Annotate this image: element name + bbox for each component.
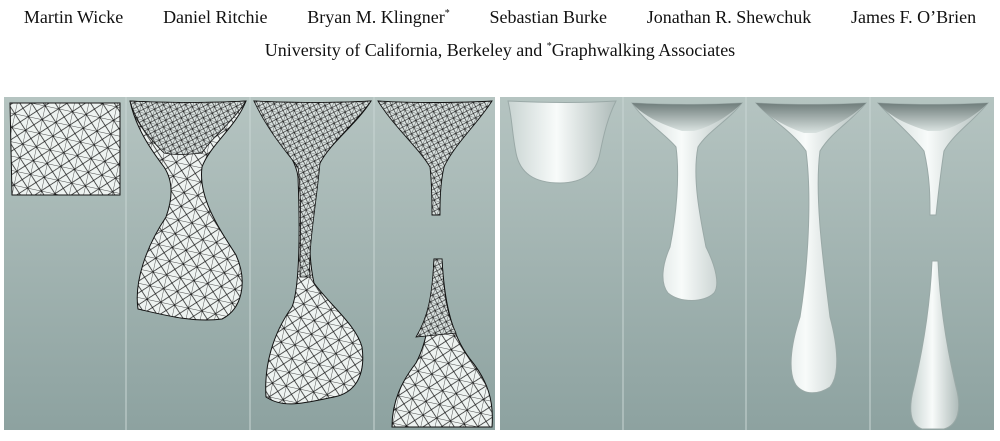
render-pinch-off bbox=[876, 102, 990, 430]
mesh-cube bbox=[9, 102, 121, 196]
mesh-stretch-2 bbox=[253, 100, 372, 405]
render-drip-1 bbox=[631, 102, 744, 301]
mesh-pinch-off bbox=[377, 100, 493, 428]
author-name: James F. O’Brien bbox=[851, 6, 977, 27]
author-name: Daniel Ritchie bbox=[163, 6, 268, 27]
mesh-stretch-1 bbox=[129, 100, 247, 321]
author-list: Martin Wicke Daniel Ritchie Bryan M. Kli… bbox=[0, 6, 1000, 28]
author-name: Sebastian Burke bbox=[489, 6, 608, 27]
author-name: Bryan M. Klingner* bbox=[307, 6, 450, 27]
author-name: Jonathan R. Shewchuk bbox=[646, 6, 812, 27]
teaser-figure-image bbox=[4, 97, 994, 430]
frame-dividers bbox=[125, 97, 871, 430]
teaser-figure bbox=[4, 97, 994, 430]
render-sag bbox=[507, 100, 617, 184]
affiliation: University of California, Berkeley and *… bbox=[264, 40, 736, 60]
author-name: Martin Wicke bbox=[23, 6, 124, 27]
render-drip-2 bbox=[754, 102, 868, 394]
